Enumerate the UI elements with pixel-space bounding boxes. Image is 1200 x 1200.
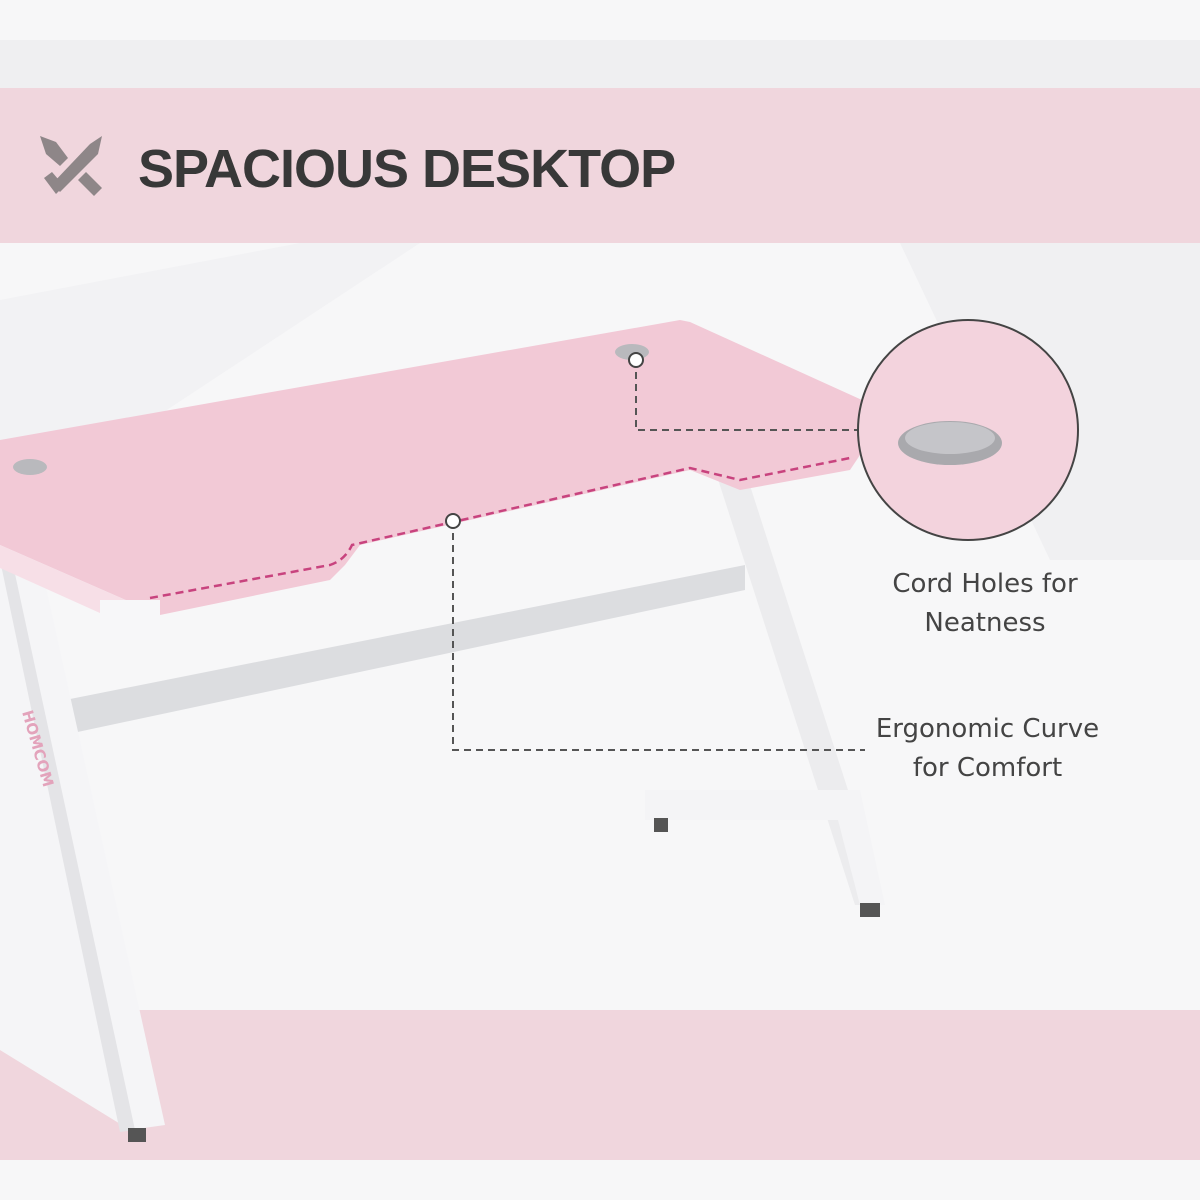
callout-cord-holes: Cord Holes for Neatness — [870, 565, 1100, 643]
callout-line: Cord Holes for — [892, 569, 1078, 599]
header-band — [0, 88, 1200, 243]
cord-hole-left — [13, 459, 47, 475]
page-title: SPACIOUS DESKTOP — [138, 139, 676, 199]
callout-ergonomic-curve: Ergonomic Curve for Comfort — [860, 710, 1115, 788]
bottom-band — [0, 1010, 1200, 1160]
callout-line: Neatness — [924, 608, 1046, 638]
crossed-swords-icon — [40, 136, 102, 196]
callout-line: Ergonomic Curve — [875, 714, 1100, 744]
callout-line: for Comfort — [912, 753, 1063, 783]
desk-crossbar — [40, 565, 745, 740]
desk-top — [0, 320, 862, 615]
